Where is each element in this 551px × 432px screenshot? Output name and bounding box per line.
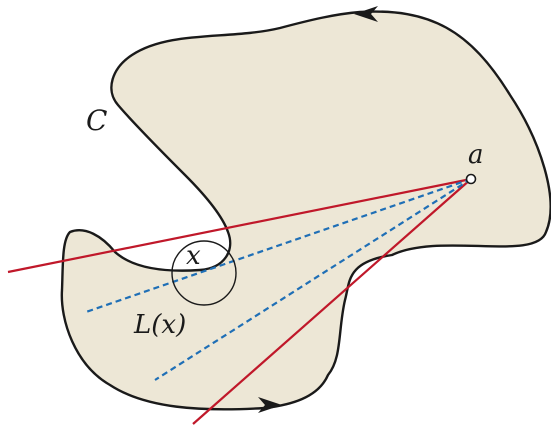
label-c: C — [86, 104, 107, 137]
point-a-marker — [465, 173, 477, 185]
region-curve-c — [60, 10, 551, 411]
label-lx-suffix: ) — [175, 310, 186, 340]
blue-dashed-ray-lower — [154, 178, 472, 381]
neighborhood-circle-lx — [171, 240, 237, 306]
arrowhead-left-icon — [354, 6, 378, 22]
blue-dashed-ray-upper — [85, 177, 472, 314]
arrowhead-right-icon — [258, 397, 282, 413]
label-a: a — [468, 140, 484, 170]
red-ray-upper — [7, 177, 472, 274]
red-ray-lower — [192, 178, 472, 425]
label-lx-var: x — [161, 310, 176, 340]
label-lx: L(x) — [133, 310, 186, 340]
label-x: x — [186, 241, 201, 271]
label-lx-prefix: L( — [133, 310, 162, 340]
